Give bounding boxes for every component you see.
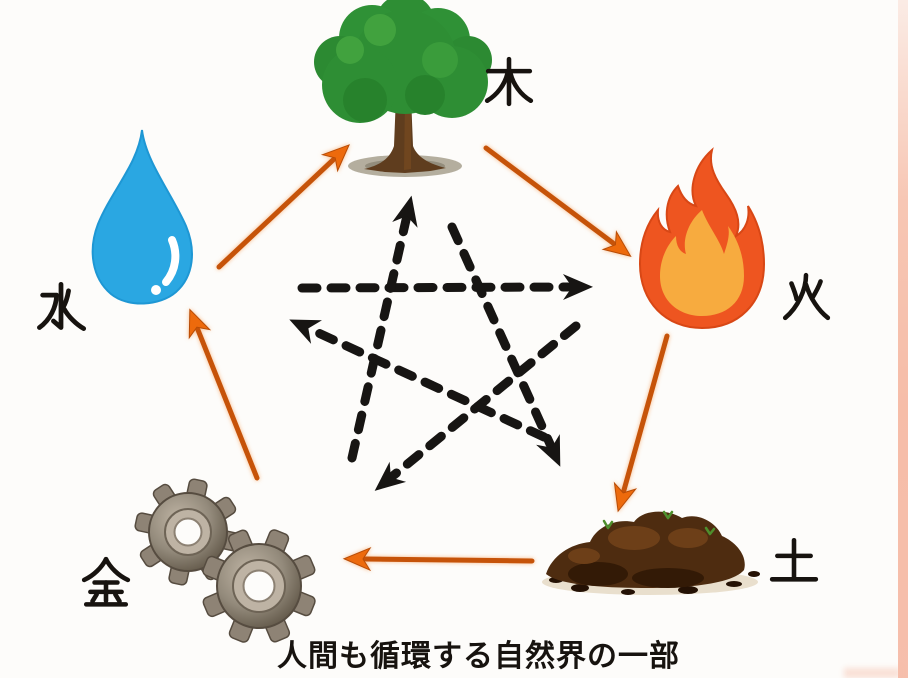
metal-kanji-glyph xyxy=(81,556,131,607)
gears-icon xyxy=(134,478,316,643)
label-wood: 木 xyxy=(483,55,535,107)
soil-mound-icon xyxy=(542,510,760,595)
arrow-water-to-fire xyxy=(297,274,593,301)
arrow-metal-to-wood xyxy=(347,195,418,463)
arrow-fire-to-metal xyxy=(374,321,581,491)
caption: 人間も循環する自然界の一部 xyxy=(277,640,680,673)
arrow-fire-to-earth xyxy=(613,333,670,513)
label-water: 水 xyxy=(34,280,88,334)
arrow-water-to-wood xyxy=(216,144,350,270)
gear-small xyxy=(202,529,316,643)
water-drop-icon xyxy=(91,129,193,305)
arrow-metal-to-water xyxy=(188,308,260,481)
earth-kanji-glyph xyxy=(769,537,819,582)
gear-large xyxy=(134,478,242,586)
flame-icon xyxy=(638,147,766,330)
arrow-wood-to-fire xyxy=(483,145,632,257)
generating-cycle-arrows xyxy=(188,144,670,572)
tree-icon xyxy=(314,0,492,177)
arrow-wood-to-earth xyxy=(447,222,561,467)
water-kanji-glyph xyxy=(37,281,87,331)
label-earth: 土 xyxy=(768,533,820,585)
label-fire: 火 xyxy=(780,270,832,322)
arrow-earth-to-metal xyxy=(342,546,535,572)
label-metal: 金 xyxy=(80,556,132,608)
fire-kanji-glyph xyxy=(782,272,831,321)
overcoming-cycle-pentagram xyxy=(289,195,593,491)
arrow-earth-to-water xyxy=(289,319,549,442)
wood-kanji-glyph xyxy=(484,56,534,107)
